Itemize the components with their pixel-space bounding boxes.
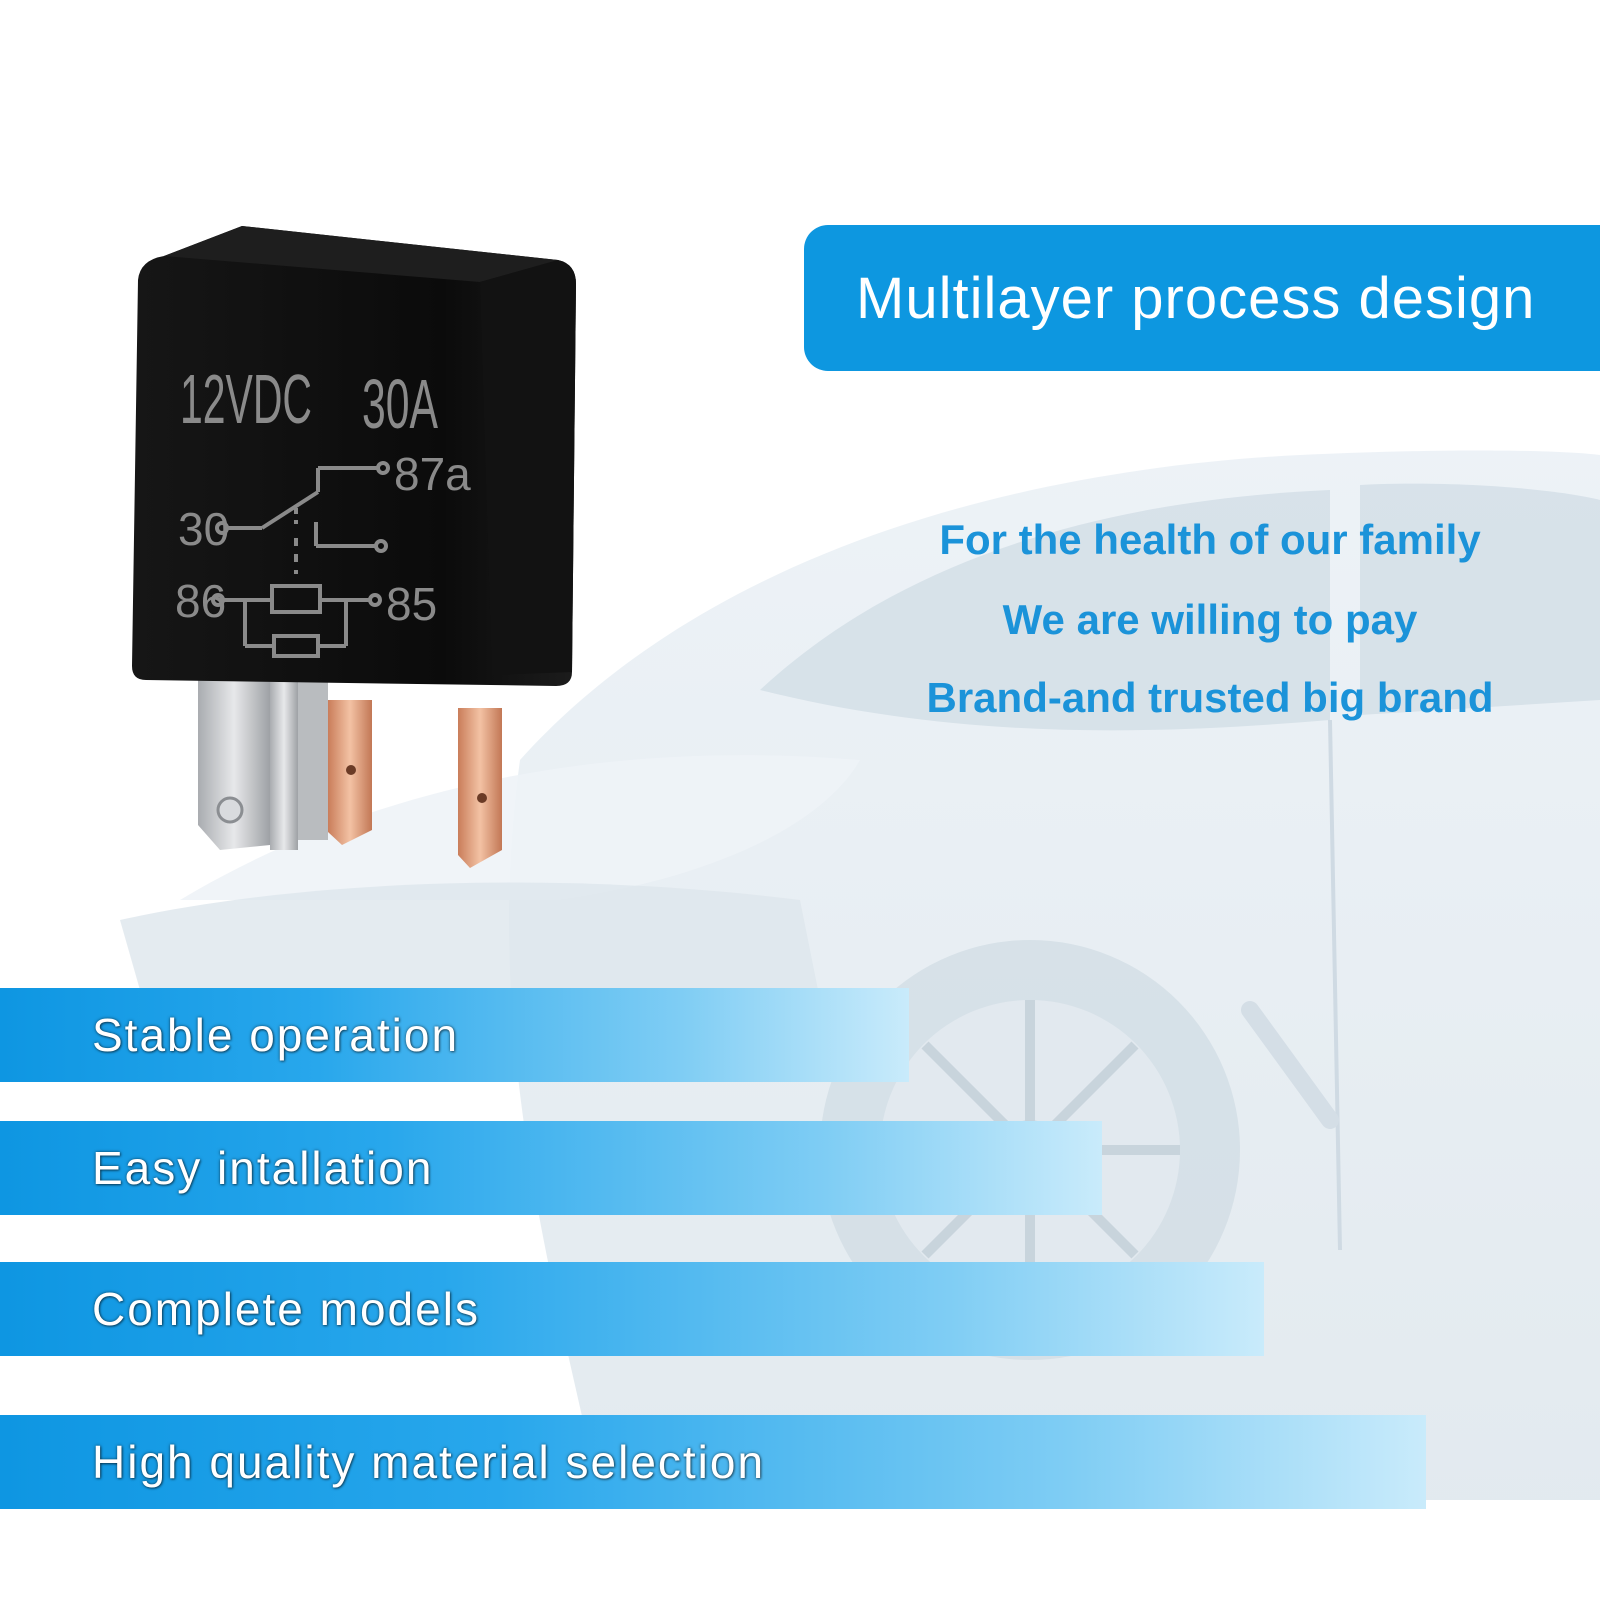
- title-text: Multilayer process design: [856, 265, 1536, 331]
- feature-bar-stable-operation: Stable operation: [0, 988, 909, 1082]
- feature-text: Stable operation: [92, 1009, 460, 1061]
- feature-bar-complete-models: Complete models: [0, 1262, 1264, 1356]
- tagline-3: Brand-and trusted big brand: [926, 674, 1494, 721]
- relay-product-image: 12VDC 30A 87a 30 86 85: [132, 226, 576, 868]
- tagline-2: We are willing to pay: [1002, 596, 1418, 643]
- relay-voltage: 12VDC: [180, 360, 312, 438]
- relay-pins: [198, 675, 502, 868]
- feature-text: High quality material selection: [92, 1436, 766, 1488]
- pin-label-85: 85: [386, 578, 437, 630]
- pin-label-30: 30: [178, 503, 229, 555]
- feature-text: Complete models: [92, 1283, 480, 1335]
- relay-circuit-diagram: [211, 461, 390, 658]
- tagline-1: For the health of our family: [939, 516, 1481, 563]
- feature-bar-high-quality-material: High quality material selection: [0, 1415, 1426, 1509]
- pin-label-87a: 87a: [394, 448, 471, 500]
- title-banner: Multilayer process design: [804, 225, 1600, 371]
- feature-bar-easy-installation: Easy intallation: [0, 1121, 1102, 1215]
- pin-label-86: 86: [175, 575, 226, 627]
- relay-current: 30A: [362, 365, 438, 443]
- feature-text: Easy intallation: [92, 1142, 434, 1194]
